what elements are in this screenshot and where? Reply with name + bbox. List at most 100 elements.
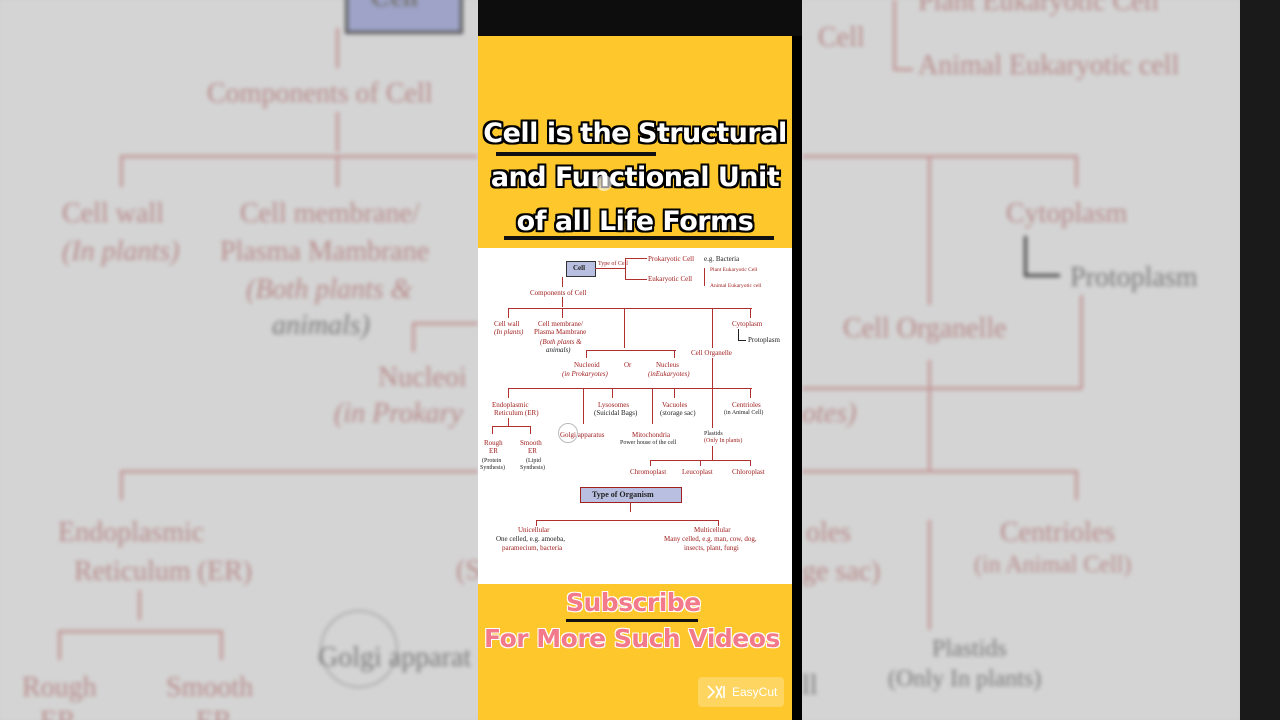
backdrop-plastids: Plastids: [932, 636, 1007, 662]
paramecium: paramecium, bacteria: [502, 544, 563, 552]
touch-indicator: [596, 175, 612, 191]
one-celled: One celled, e.g. amoeba,: [496, 535, 565, 543]
type-of-cell: Type of Cell: [598, 261, 628, 267]
only-in-plants: (Only In plants): [704, 438, 743, 444]
bg-line: [138, 590, 141, 620]
line: [595, 268, 625, 269]
in-animal-cell: (in Animal Cell): [724, 410, 764, 416]
lipid: (Lipid: [526, 458, 541, 464]
line: [492, 426, 493, 434]
line: [586, 350, 676, 351]
golgi-apparatus: Golgi apparatus: [560, 431, 605, 439]
line: [650, 460, 651, 466]
backdrop-s-fragment: (S: [456, 555, 481, 586]
title-underline: [504, 236, 774, 240]
plasma-membrane: Plasma Mambrane: [534, 328, 587, 336]
line: [704, 268, 705, 286]
bg-line: [220, 630, 223, 660]
line: [583, 388, 584, 424]
line: [508, 388, 752, 389]
bg-line: [58, 630, 61, 660]
backdrop-plant-euk: Plant Eukaryotic Cell: [918, 0, 1160, 17]
line: [536, 520, 537, 526]
smooth: Smooth: [520, 439, 542, 447]
line: [562, 277, 563, 287]
backdrop-plasma-membrane: Plasma Mambrane: [220, 236, 430, 267]
line: [712, 358, 713, 388]
mitochondria: Mitochondria: [632, 431, 671, 439]
easycut-label: EasyCut: [732, 685, 778, 699]
line: [508, 418, 509, 426]
plant-eukaryotic: Plant Eukaryotic Cell: [710, 267, 758, 273]
cytoplasm: Cytoplasm: [732, 320, 763, 328]
top-bar: [478, 0, 802, 36]
backdrop-cytoplasm: Cytoplasm: [1006, 198, 1128, 229]
line: [625, 279, 647, 280]
backdrop-in-prokaryotes: (in Prokary: [334, 398, 463, 429]
backdrop-animal-euk: Animal Eukaryotic cell: [918, 50, 1180, 81]
bg-line: [1075, 470, 1078, 500]
line: [492, 426, 530, 427]
insects-plant-fungi: insects, plant, fungi: [684, 544, 739, 552]
backdrop-right-edge: [1240, 0, 1280, 720]
type-of-organism-box: [580, 487, 682, 503]
nucleus: Nucleus: [656, 361, 679, 369]
line: [712, 388, 713, 428]
nucleoid: Nucleoid: [574, 361, 600, 369]
more-videos-text: For More Such Videos: [484, 624, 780, 653]
backdrop-l-fragment: ll: [802, 670, 818, 701]
in-prokaryotes: (in Prokaryotes): [562, 370, 608, 378]
title-line-3: of all Life Forms: [516, 206, 754, 237]
animals: animals): [546, 346, 571, 354]
chloroplast: Chloroplast: [732, 468, 765, 476]
bg-line: [120, 155, 478, 158]
or: Or: [624, 361, 632, 369]
arrow-line: [738, 340, 746, 341]
title-line-2: and Functional Unit: [490, 162, 780, 193]
line: [562, 308, 563, 318]
backdrop-golgi: Golgi apparat: [318, 642, 472, 673]
bg-line: [336, 112, 339, 152]
backdrop-oles: oles: [806, 517, 852, 548]
line: [624, 308, 625, 348]
backdrop-golgi-circle: [320, 610, 398, 688]
title-banner: Cell is the Structural and Functional Un…: [478, 36, 792, 248]
backdrop-cell-wall: Cell wall: [62, 198, 164, 229]
line: [718, 520, 719, 526]
arrow-line: [738, 329, 739, 341]
in-eukaryotes: (inEukaryotes): [648, 370, 690, 378]
centrioles: Centrioles: [732, 401, 761, 409]
vacuoles: Vacuoles: [662, 401, 688, 409]
line: [625, 258, 626, 280]
line: [750, 308, 751, 318]
cell-organelle: Cell Organelle: [691, 349, 732, 357]
bg-line: [120, 470, 478, 473]
backdrop-ge-sac: ge sac): [802, 556, 881, 587]
video-frame[interactable]: Cell is the Structural and Functional Un…: [478, 0, 802, 720]
lysosomes: Lysosomes: [598, 401, 630, 409]
backdrop-er1: Endoplasmic: [58, 517, 205, 548]
line: [625, 258, 647, 259]
title-line-1: Cell is the Structural: [483, 118, 787, 149]
line: [700, 460, 701, 466]
protoplasm: Protoplasm: [748, 336, 780, 344]
bg-line: [928, 360, 931, 470]
line: [508, 308, 509, 318]
line: [750, 460, 751, 466]
cell-wall: Cell wall: [494, 320, 520, 328]
bg-line: [928, 520, 931, 630]
backdrop-nucleoid: Nucleoi: [378, 362, 467, 393]
bg-line: [1080, 295, 1083, 389]
bg-arrow-line: [1024, 274, 1060, 277]
leucoplast: Leucoplast: [682, 468, 713, 476]
bg-line: [893, 0, 896, 70]
line: [712, 446, 713, 460]
line: [674, 388, 675, 398]
backdrop-cell-organelle: Cell Organelle: [843, 313, 1007, 344]
line: [612, 388, 613, 398]
line: [562, 297, 563, 307]
line: [536, 520, 718, 521]
cell-box: [566, 261, 596, 277]
line: [508, 308, 752, 309]
subscribe-banner: Subscribe For More Such Videos EasyCut: [478, 584, 792, 720]
